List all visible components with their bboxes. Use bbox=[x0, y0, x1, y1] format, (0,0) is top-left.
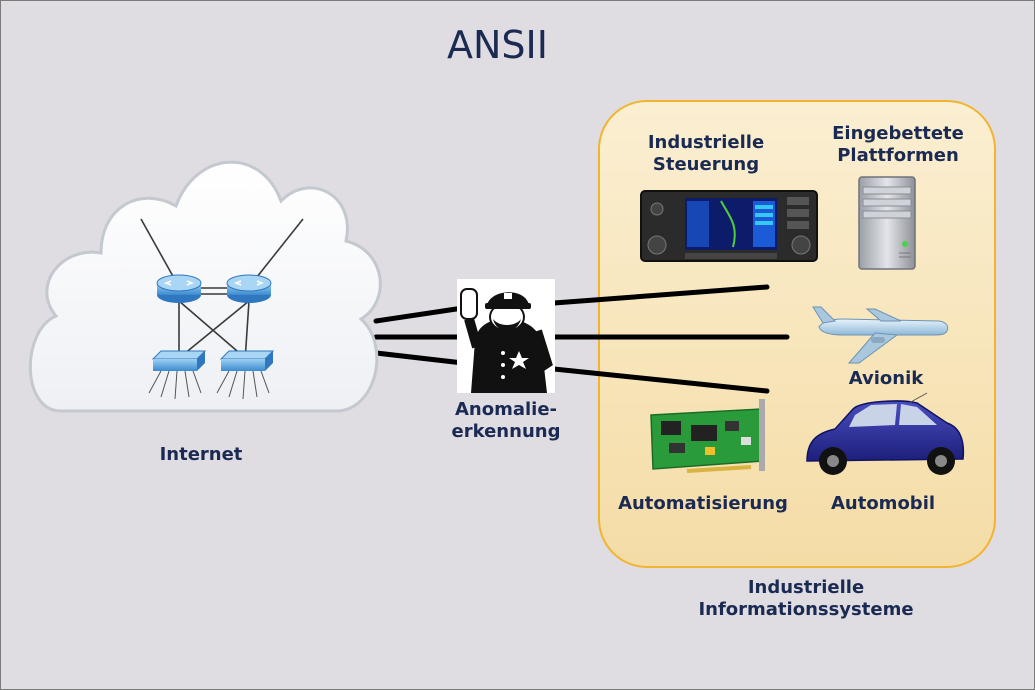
car-icon bbox=[806, 392, 965, 475]
industrial-control-line1: Industrielle bbox=[647, 132, 765, 153]
ics-line1: Industrielle bbox=[747, 577, 865, 598]
automation-label: Automatisierung bbox=[618, 493, 788, 514]
industrial-control-label: Industrielle Steuerung bbox=[631, 132, 781, 176]
industrial-information-systems-label: Industrielle Informationssysteme bbox=[661, 577, 951, 621]
router-icon bbox=[226, 274, 272, 303]
switch-icon bbox=[216, 350, 275, 400]
embedded-platforms-label: Eingebettete Plattformen bbox=[813, 123, 983, 167]
router-icon bbox=[156, 274, 202, 303]
industrial-control-line2: Steuerung bbox=[652, 154, 760, 175]
switch-icon bbox=[148, 350, 207, 400]
connection-lines bbox=[373, 284, 790, 394]
anomaly-label-line1: Anomalie- bbox=[454, 399, 558, 420]
policeman-icon bbox=[457, 279, 555, 393]
avionics-label: Avionik bbox=[848, 368, 924, 389]
circuit-board-icon bbox=[650, 399, 765, 473]
airplane-icon bbox=[812, 306, 949, 364]
anomaly-label-line2: erkennung bbox=[451, 421, 561, 442]
automobile-label: Automobil bbox=[830, 493, 936, 514]
connection-line-bottom bbox=[373, 350, 466, 366]
embedded-line1: Eingebettete bbox=[832, 123, 964, 144]
slide-title: ANSII bbox=[447, 23, 548, 67]
connection-line-top bbox=[373, 305, 466, 324]
ics-line2: Informationssysteme bbox=[698, 599, 914, 620]
cloud-network-icon bbox=[28, 160, 382, 413]
connection-line-to-control bbox=[551, 284, 770, 306]
avionics-panel-icon bbox=[640, 190, 818, 262]
server-tower-icon bbox=[858, 176, 916, 270]
anomaly-detection-label: Anomalie- erkennung bbox=[431, 399, 581, 443]
embedded-line2: Plattformen bbox=[837, 145, 959, 166]
connection-line-to-automation bbox=[551, 366, 770, 394]
internet-label: Internet bbox=[159, 444, 243, 465]
